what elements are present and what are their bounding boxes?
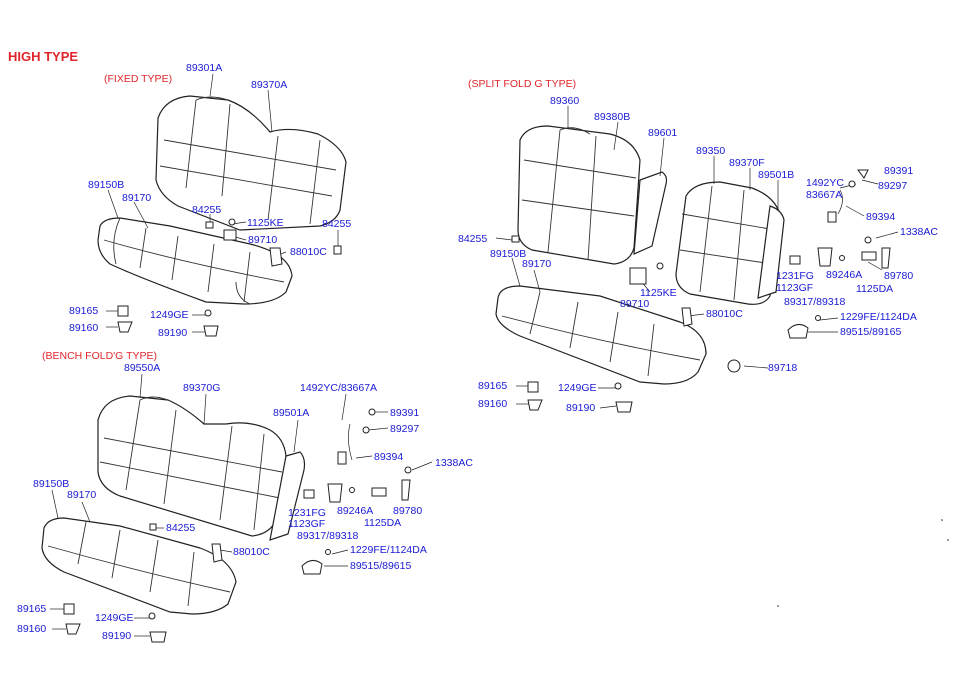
label-89150b: 89150B	[88, 179, 125, 191]
page-title: HIGH TYPE	[8, 49, 79, 64]
fixed-type-hardware	[117, 218, 342, 337]
label-89297-bench: 89297	[390, 423, 420, 435]
label-89246a-split: 89246A	[826, 269, 863, 281]
label-84255-bench: 84255	[166, 522, 196, 534]
label-89301a: 89301A	[186, 62, 223, 74]
bench-type-seatback	[97, 395, 287, 537]
label-89160-bench: 89160	[17, 623, 47, 635]
label-1123gf-bench: 1123GF	[288, 518, 326, 530]
label-83667a: 83667A	[806, 189, 843, 201]
label-84255-right: 84255	[322, 218, 352, 230]
label-1492yc-83667a-bench: 1492YC/83667A	[300, 382, 378, 394]
label-1125da-split: 1125DA	[856, 283, 894, 295]
label-89515-89615-bench: 89515/89615	[350, 560, 412, 572]
split-type-seatback-left	[517, 125, 641, 265]
label-1229fe-1124da-bench: 1229FE/1124DA	[350, 544, 427, 556]
label-89391-split: 89391	[884, 165, 914, 177]
fixed-type-leaders	[106, 73, 339, 333]
bench-type-cushion	[41, 517, 237, 615]
label-89317-89318-bench: 89317/89318	[297, 530, 359, 542]
label-89170-bench: 89170	[67, 489, 97, 501]
label-88010c-split: 88010C	[706, 308, 743, 320]
section-fixed-type: (FIXED TYPE)	[104, 73, 173, 85]
label-1249ge-split: 1249GE	[558, 382, 597, 394]
label-89317-89318-split: 89317/89318	[784, 296, 846, 308]
split-type-hardware	[511, 169, 891, 413]
bench-type-hardware	[63, 408, 412, 643]
label-1231fg-split: 1231FG	[776, 270, 814, 282]
bench-type-frame	[269, 451, 306, 541]
split-type-leaders	[495, 106, 899, 409]
label-89515-89165-split: 89515/89165	[840, 326, 902, 338]
label-89710-split: 89710	[620, 298, 650, 310]
label-89150b-bench: 89150B	[33, 478, 70, 490]
label-1125ke: 1125KE	[247, 217, 284, 229]
section-split-fold-type: (SPLIT FOLD G TYPE)	[468, 78, 577, 90]
label-1249ge: 1249GE	[150, 309, 189, 321]
label-89391-bench: 89391	[390, 407, 420, 419]
label-1125ke-split: 1125KE	[640, 287, 677, 299]
label-88010c-bench: 88010C	[233, 546, 270, 558]
label-89160-split: 89160	[478, 398, 508, 410]
label-89190-split: 89190	[566, 402, 596, 414]
label-88010c: 88010C	[290, 246, 327, 258]
label-89501a: 89501A	[273, 407, 310, 419]
label-89246a-bench: 89246A	[337, 505, 374, 517]
label-89370g: 89370G	[183, 382, 221, 394]
label-89601: 89601	[648, 127, 678, 139]
label-89780-bench: 89780	[393, 505, 423, 517]
label-1125da-bench: 1125DA	[364, 517, 402, 529]
label-84255-split: 84255	[458, 233, 488, 245]
label-1249ge-bench: 1249GE	[95, 612, 134, 624]
label-89710: 89710	[248, 234, 278, 246]
label-1338ac-split: 1338AC	[900, 226, 938, 238]
label-1123gf-split: 1123GF	[776, 282, 814, 294]
split-type-frame	[633, 171, 785, 299]
fixed-type-cushion	[97, 217, 293, 305]
label-89170-split: 89170	[522, 258, 552, 270]
label-89501b: 89501B	[758, 169, 795, 181]
stray-marks	[777, 519, 949, 607]
label-89780-split: 89780	[884, 270, 914, 282]
label-89165-bench: 89165	[17, 603, 47, 615]
label-89190-bench: 89190	[102, 630, 132, 642]
label-89394-bench: 89394	[374, 451, 404, 463]
label-1338ac-bench: 1338AC	[435, 457, 473, 469]
label-89165: 89165	[69, 305, 99, 317]
label-1229fe-1124da-split: 1229FE/1124DA	[840, 311, 917, 323]
label-89170: 89170	[122, 192, 152, 204]
split-type-cushion	[495, 285, 707, 385]
label-1492yc: 1492YC	[806, 177, 844, 189]
label-89394-split: 89394	[866, 211, 896, 223]
label-89380b: 89380B	[594, 111, 631, 123]
label-89165-split: 89165	[478, 380, 508, 392]
label-89297-split: 89297	[878, 180, 908, 192]
label-89370f: 89370F	[729, 157, 765, 169]
label-89160: 89160	[69, 322, 99, 334]
label-89350: 89350	[696, 145, 726, 157]
fixed-type-seatback	[155, 95, 347, 231]
split-type-seatback-right	[675, 181, 781, 305]
label-89360: 89360	[550, 95, 580, 107]
label-1231fg-bench: 1231FG	[288, 507, 326, 519]
label-89370a: 89370A	[251, 79, 288, 91]
section-bench-fold-type: (BENCH FOLD'G TYPE)	[42, 350, 157, 362]
label-89550a: 89550A	[124, 362, 161, 374]
label-84255-left: 84255	[192, 204, 222, 216]
label-89190: 89190	[158, 327, 188, 339]
label-89150b-split: 89150B	[490, 248, 527, 260]
bench-type-leaders	[50, 373, 433, 637]
label-89718: 89718	[768, 362, 798, 374]
